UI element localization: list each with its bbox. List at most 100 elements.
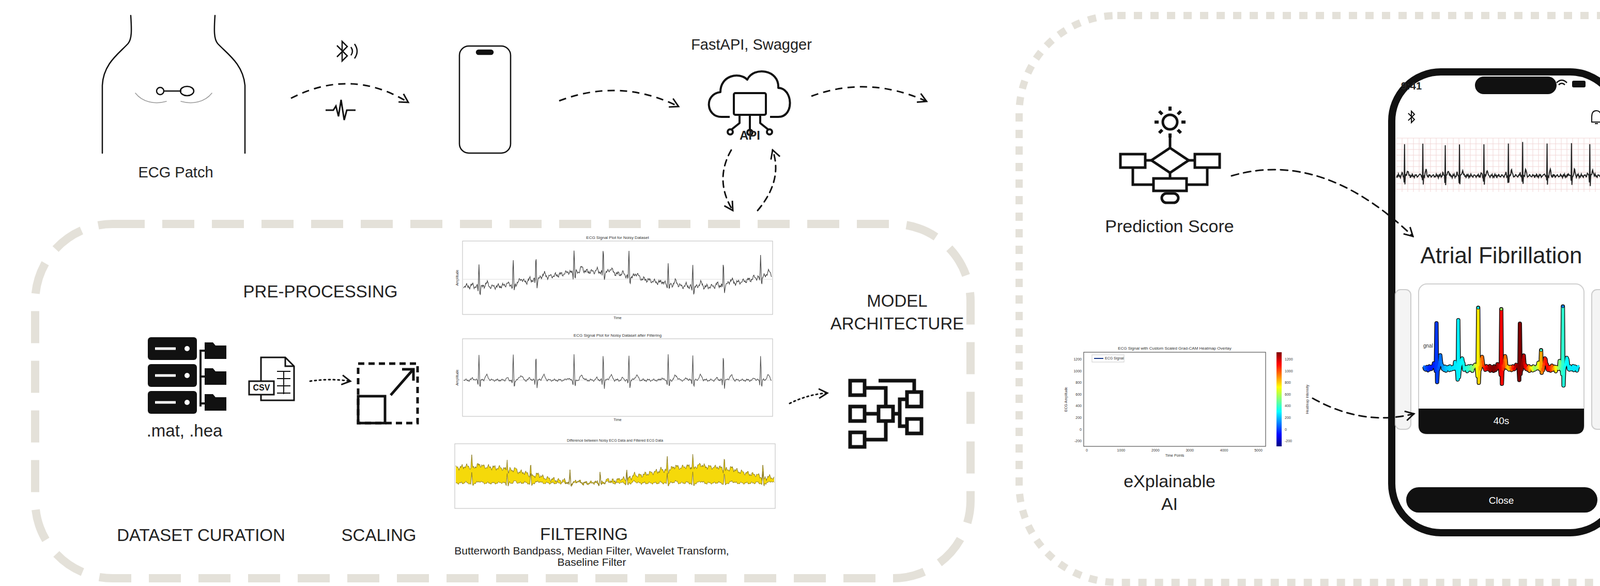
bluetooth-signal-icon-part (350, 47, 353, 56)
dashed-connector (310, 379, 351, 381)
axis-label: Amplitude (455, 368, 460, 386)
node-text: ECG Patch (137, 162, 213, 182)
prediction-flowchart-icon-part (1161, 193, 1179, 203)
prediction-flowchart-icon-part (1120, 154, 1146, 168)
api-cloud-icon-part (748, 114, 751, 130)
axis-label: Heatmap Intensity (1305, 384, 1310, 414)
heatmap-outline (1424, 305, 1579, 386)
phone-ecg-strip (1396, 142, 1600, 187)
network-icon-part (878, 406, 894, 421)
node-text: DATASET CURATION (116, 524, 286, 546)
node-text: API (739, 127, 761, 144)
heatmap-dot (1561, 304, 1565, 309)
phone-mockup-part (1474, 76, 1557, 95)
phone-mockup-part (1556, 80, 1567, 85)
tick-label: 2000 (1151, 448, 1160, 453)
node-text: .mat, .hea (146, 419, 223, 441)
torso-figure-part (156, 87, 164, 95)
ecg-grid-line (1396, 177, 1600, 179)
network-icon-part (906, 418, 922, 434)
csv-file-icon (249, 357, 295, 400)
chart-title: ECG Signal Plot for Noisy Dataset (586, 235, 649, 241)
ecg-grid-line (1396, 143, 1600, 145)
heatmap-segment (1563, 368, 1564, 386)
node-text: FILTERING (540, 522, 628, 545)
dashed-flow-arrow (559, 90, 679, 107)
gradcam-chart-part (1276, 351, 1282, 446)
prediction-flowchart-icon-part (1151, 147, 1189, 173)
prediction-flowchart-icon-part (1162, 114, 1178, 130)
network-icon (850, 380, 922, 447)
ecg-grid-line (1396, 137, 1600, 139)
network-icon-part (906, 391, 922, 407)
ecg-grid-line (1396, 160, 1600, 162)
ecg-wave-icon (325, 99, 356, 120)
colorbar-tick: 400 (1284, 404, 1291, 409)
gradcam-chart-part (1091, 354, 1125, 362)
database-icon-part (204, 367, 227, 385)
phone-mockup-part (1541, 82, 1545, 88)
api-node: FastAPI, SwaggerAPI (687, 32, 817, 145)
api-cloud-icon-part (709, 71, 791, 117)
colorbar-tick: 200 (1284, 415, 1291, 420)
api-cloud-icon-part (766, 129, 773, 135)
node-text: PRE-PROCESSING (243, 280, 398, 302)
phone-mockup-part (1537, 83, 1541, 88)
colorbar-tick: 800 (1284, 380, 1291, 385)
gradcam-chart (1083, 351, 1282, 446)
database-icon-part (200, 349, 205, 407)
tick-label: 400 (1075, 404, 1082, 409)
chart-title: ECG Signal with Custom Scaled Grad-CAM H… (1117, 346, 1232, 351)
phone-mockup-part (1591, 289, 1600, 429)
colorbar-tick: -200 (1284, 438, 1292, 443)
filtering-step: FILTERINGButterworth Bandpass, Median Fi… (428, 232, 791, 574)
database-icon-part (155, 348, 176, 403)
colorbar-tick: 600 (1284, 392, 1291, 397)
dashed-panel-border (35, 223, 971, 578)
phone-mockup-part (1418, 283, 1584, 434)
network-icon-part (850, 432, 865, 447)
ecg-grid-line (1396, 189, 1600, 190)
node-text: Atrial Fibrillation (1420, 240, 1583, 270)
phone-mockup-part (1572, 80, 1586, 88)
filter-chart-frames-part (462, 240, 773, 315)
tick-label: -200 (1074, 438, 1082, 443)
gradcam-chart-part (1083, 351, 1266, 446)
legend-text: ECG Signal (1104, 356, 1125, 361)
gradcam-chart-part (1094, 357, 1104, 359)
node-text: Butterworth Bandpass, Median Filter, Wav… (434, 544, 750, 568)
phone-mockup-part (1591, 110, 1600, 124)
difference-trace (455, 453, 775, 486)
prediction-flowchart-icon (1120, 106, 1220, 203)
node-text: Close (1488, 494, 1515, 507)
database-icon (147, 336, 227, 414)
dashed-connector (722, 149, 733, 211)
chart-title: ECG Signal Plot for Noisy Dataset after … (573, 333, 662, 338)
tick-label: 200 (1075, 415, 1082, 420)
prediction-flowchart-icon-part (1154, 106, 1186, 138)
node-text: MODEL ARCHITECTURE (823, 289, 972, 335)
axis-label: Time (613, 315, 622, 320)
phone-mockup-part (1408, 111, 1415, 123)
ecg-grid (1396, 137, 1600, 192)
database-icon-part (184, 345, 190, 351)
csv-file-icon-part (277, 371, 291, 394)
dashed-flow-arrow (290, 83, 409, 103)
dashed-flow-arrow (811, 86, 927, 102)
scaling-icon-part (358, 395, 386, 423)
difference-fill (455, 453, 775, 486)
phone-mockup-part (1545, 80, 1549, 88)
scaling-step: SCALING (335, 356, 424, 548)
prediction-flowchart-icon-part (1194, 154, 1220, 168)
phone-signal-traces (1396, 142, 1600, 386)
torso-figure-part (180, 86, 194, 96)
tick-label: 4000 (1220, 448, 1229, 453)
network-icon-part (878, 380, 915, 392)
axis-label: ECG Amplitude (1064, 386, 1069, 412)
filter-chart-frames (454, 240, 776, 509)
api-cloud-icon (709, 71, 791, 135)
api-cloud-icon-part (731, 114, 740, 130)
bluetooth-signal-icon-part (336, 41, 348, 61)
